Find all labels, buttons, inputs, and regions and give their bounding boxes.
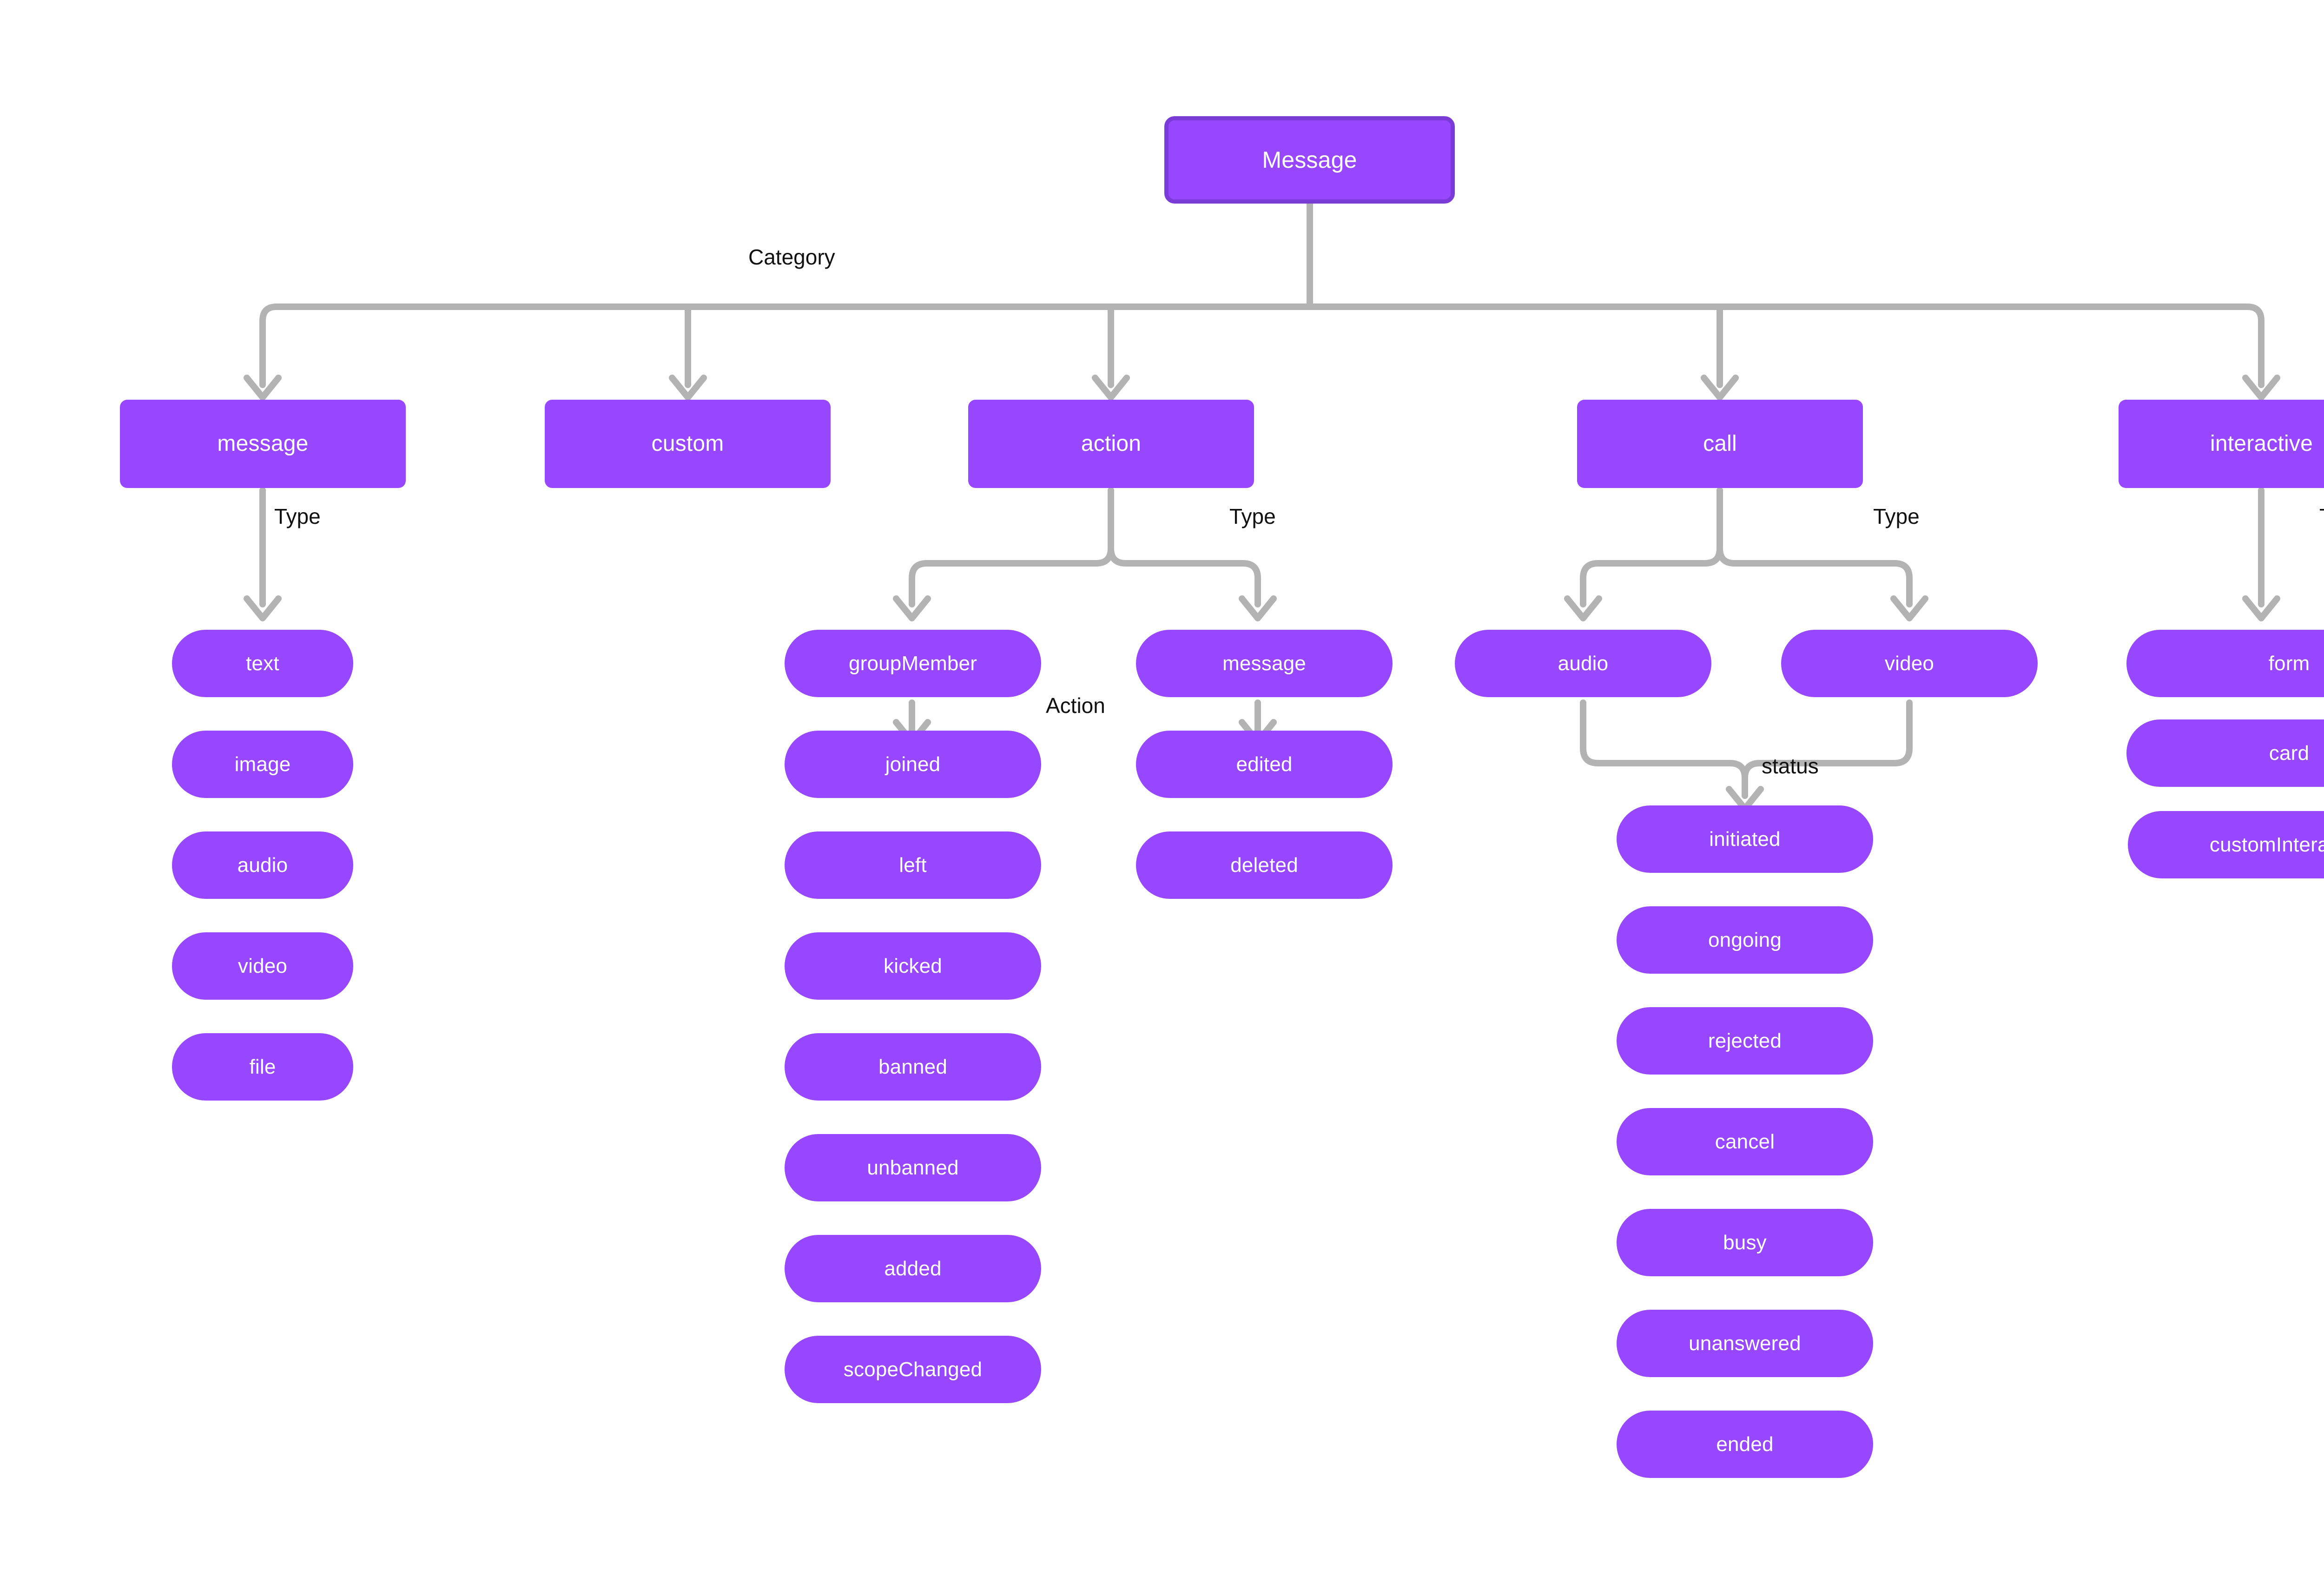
node-call-status-ended[interactable]: ended <box>1617 1411 1873 1478</box>
node-label: video <box>238 954 288 977</box>
node-label: image <box>234 752 291 776</box>
node-message-type-image[interactable]: image <box>172 731 353 798</box>
node-label: message <box>217 431 309 456</box>
node-label: ended <box>1716 1432 1774 1456</box>
edge-label-type-call: Type <box>1873 504 1920 528</box>
node-label: file <box>249 1055 276 1078</box>
node-label: cancel <box>1715 1130 1775 1153</box>
node-label: scopeChanged <box>843 1358 983 1381</box>
node-message-type-video[interactable]: video <box>172 932 353 1000</box>
node-groupmember-action-unbanned[interactable]: unbanned <box>785 1134 1041 1201</box>
node-call-status-cancel[interactable]: cancel <box>1617 1108 1873 1175</box>
node-message-action-deleted[interactable]: deleted <box>1136 831 1393 899</box>
node-label: added <box>884 1257 942 1280</box>
node-call-type-audio[interactable]: audio <box>1455 630 1711 697</box>
edge-label-status: status <box>1762 754 1819 778</box>
node-groupmember-action-kicked[interactable]: kicked <box>785 932 1041 1000</box>
node-call-status-initiated[interactable]: initiated <box>1617 805 1873 873</box>
node-call-status-rejected[interactable]: rejected <box>1617 1007 1873 1075</box>
node-label: custom <box>651 431 724 456</box>
node-category-interactive[interactable]: interactive <box>2119 400 2324 488</box>
node-label: ongoing <box>1708 928 1782 951</box>
node-label: left <box>899 853 927 877</box>
node-label: video <box>1884 652 1934 675</box>
node-message-action-edited[interactable]: edited <box>1136 731 1393 798</box>
node-interactive-type-card[interactable]: card <box>2126 719 2324 787</box>
edge-label-category: Category <box>748 245 835 269</box>
node-groupmember-action-joined[interactable]: joined <box>785 731 1041 798</box>
node-label: call <box>1703 431 1737 456</box>
node-groupmember-action-added[interactable]: added <box>785 1235 1041 1302</box>
node-interactive-type-custominteractive[interactable]: customInteractive <box>2128 811 2324 878</box>
node-interactive-type-form[interactable]: form <box>2126 630 2324 697</box>
node-label: message <box>1222 652 1306 675</box>
node-label: audio <box>237 853 288 877</box>
node-label: audio <box>1558 652 1609 675</box>
node-category-action[interactable]: action <box>968 400 1254 488</box>
node-action-type-message[interactable]: message <box>1136 630 1393 697</box>
node-call-status-busy[interactable]: busy <box>1617 1209 1873 1276</box>
node-label: groupMember <box>848 652 977 675</box>
node-label: joined <box>885 752 941 776</box>
node-call-type-video[interactable]: video <box>1781 630 2038 697</box>
node-message-type-file[interactable]: file <box>172 1033 353 1101</box>
node-label: edited <box>1236 752 1293 776</box>
node-label: kicked <box>884 954 942 977</box>
node-call-status-unanswered[interactable]: unanswered <box>1617 1310 1873 1377</box>
node-groupmember-action-left[interactable]: left <box>785 831 1041 899</box>
node-label: busy <box>1723 1231 1767 1254</box>
node-groupmember-action-banned[interactable]: banned <box>785 1033 1041 1101</box>
node-label: form <box>2268 652 2310 675</box>
edge-label-type-message: Type <box>274 504 321 528</box>
node-label: rejected <box>1708 1029 1782 1052</box>
node-label: card <box>2269 741 2310 765</box>
node-label: unanswered <box>1689 1332 1801 1355</box>
node-label: Message <box>1262 147 1357 173</box>
edge-label-action: Action <box>1046 693 1105 718</box>
node-label: deleted <box>1230 853 1298 877</box>
node-label: unbanned <box>867 1156 959 1179</box>
node-label: initiated <box>1709 827 1781 851</box>
edge-label-type-action: Type <box>1229 504 1276 528</box>
node-category-custom[interactable]: custom <box>545 400 831 488</box>
edge-label-type-interactive: Type <box>2319 506 2324 527</box>
node-message-type-text[interactable]: text <box>172 630 353 697</box>
node-category-message[interactable]: message <box>120 400 406 488</box>
node-label: customInteractive <box>2209 833 2324 856</box>
node-label: banned <box>878 1055 948 1078</box>
node-label: action <box>1081 431 1142 456</box>
node-action-type-groupmember[interactable]: groupMember <box>785 630 1041 697</box>
node-label: text <box>246 652 279 675</box>
node-groupmember-action-scopechanged[interactable]: scopeChanged <box>785 1336 1041 1403</box>
node-category-call[interactable]: call <box>1577 400 1863 488</box>
node-root-message[interactable]: Message <box>1164 116 1455 204</box>
node-call-status-ongoing[interactable]: ongoing <box>1617 906 1873 974</box>
node-message-type-audio[interactable]: audio <box>172 831 353 899</box>
node-label: interactive <box>2210 431 2313 456</box>
